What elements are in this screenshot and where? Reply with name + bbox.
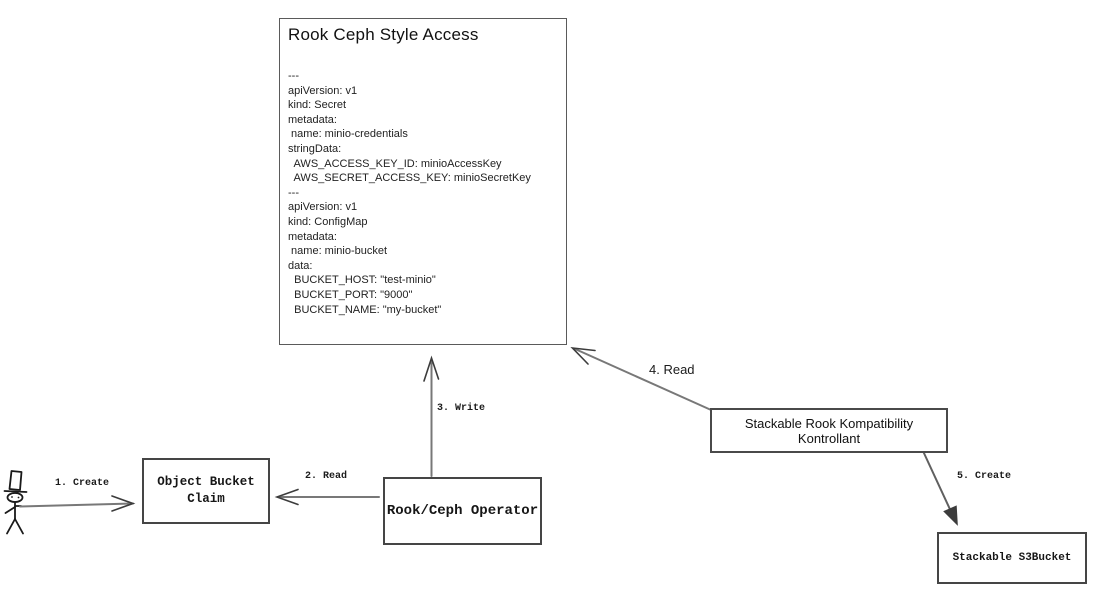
arrowhead <box>570 346 596 365</box>
yaml-line: apiVersion: v1 <box>288 84 358 97</box>
yaml-line: BUCKET_NAME: "my-bucket" <box>288 303 442 316</box>
hat-crown <box>8 470 23 491</box>
arrow-shaft <box>922 450 955 519</box>
right-leg <box>14 518 24 535</box>
yaml-line: kind: Secret <box>288 99 347 112</box>
arrow-label-3-write: 3. Write <box>437 403 486 414</box>
arrow-3-write <box>423 355 440 477</box>
yaml-line: stringData: <box>288 142 342 155</box>
yaml-line: AWS_ACCESS_KEY_ID: minioAccessKey <box>288 157 502 170</box>
node-label: Stackable S3Bucket <box>952 552 1072 564</box>
hat-brim <box>3 490 28 493</box>
yaml-line: --- <box>288 186 299 199</box>
left-eye <box>11 496 13 498</box>
node-label: Object Bucket Claim <box>157 475 255 506</box>
main-box-title: Rook Ceph Style Access <box>288 25 479 44</box>
node-object-bucket-claim: Object Bucket Claim <box>142 458 270 524</box>
user-stick-figure-icon <box>3 470 28 535</box>
arrow-5-create <box>922 450 958 526</box>
node-stackable-s3bucket: Stackable S3Bucket <box>937 532 1087 584</box>
arrow-label-4-read: 4. Read <box>649 362 695 377</box>
arrow-shaft <box>573 347 711 411</box>
yaml-line: metadata: <box>288 230 337 243</box>
right-eye <box>17 496 20 499</box>
arrow-1-create <box>19 495 136 512</box>
yaml-line: BUCKET_HOST: "test-minio" <box>288 274 436 287</box>
head <box>6 492 24 503</box>
arrowhead <box>274 488 299 506</box>
yaml-line: kind: ConfigMap <box>288 215 368 228</box>
yaml-block: --- apiVersion: v1 kind: Secret metadata… <box>288 69 531 317</box>
arrowhead <box>111 495 136 512</box>
arrowhead <box>943 505 958 526</box>
yaml-line: AWS_SECRET_ACCESS_KEY: minioSecretKey <box>288 172 531 185</box>
yaml-line: apiVersion: v1 <box>288 201 358 214</box>
arrow-4-read <box>570 346 711 411</box>
arrow-label-5-create: 5. Create <box>957 471 1012 482</box>
left-arm <box>4 506 16 514</box>
arrow-2-read <box>274 488 380 506</box>
left-leg <box>6 518 16 535</box>
node-label: Stackable Rook Kompatibility Kontrollant <box>744 415 914 446</box>
yaml-line: BUCKET_PORT: "9000" <box>288 288 413 301</box>
yaml-line: name: minio-credentials <box>288 128 408 141</box>
yaml-line: metadata: <box>288 113 337 126</box>
arrow-label-2-read: 2. Read <box>305 471 348 482</box>
yaml-line: data: <box>288 259 313 272</box>
arrow-shaft <box>19 502 134 508</box>
yaml-line: name: minio-bucket <box>288 245 388 258</box>
arrow-label-1-create: 1. Create <box>55 478 110 489</box>
node-rook-ceph-operator: Rook/Ceph Operator <box>383 477 542 545</box>
yaml-line: --- <box>288 70 299 82</box>
node-label: Rook/Ceph Operator <box>386 503 539 519</box>
node-rook-ceph-style-access: Rook Ceph Style Access --- apiVersion: v… <box>279 18 567 345</box>
node-stackable-rook-kompatibility-kontrollant: Stackable Rook Kompatibility Kontrollant <box>710 408 948 453</box>
arrowhead <box>423 355 440 382</box>
